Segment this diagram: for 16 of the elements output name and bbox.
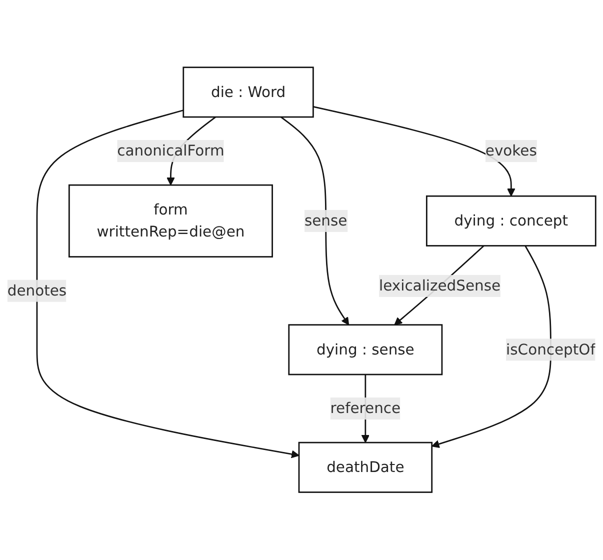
- edge-label: evokes: [485, 142, 537, 160]
- node-box: die : Word: [182, 66, 314, 118]
- node-box: dying : concept: [426, 196, 596, 247]
- node-box: deathDate: [298, 442, 433, 494]
- node-box: dying : sense: [288, 324, 443, 376]
- edge-label: denotes: [7, 282, 67, 300]
- arrow: [280, 116, 350, 326]
- node-box: form writtenRep=die@en: [68, 184, 273, 258]
- edge-label: lexicalizedSense: [379, 276, 501, 294]
- arrow: [431, 246, 552, 448]
- arrow: [313, 106, 516, 197]
- arrow: [36, 110, 300, 458]
- edge-label: reference: [330, 400, 401, 418]
- edge-label: canonicalForm: [117, 142, 224, 160]
- edge-label: isConceptOf: [506, 340, 596, 358]
- edge-label: sense: [304, 212, 348, 230]
